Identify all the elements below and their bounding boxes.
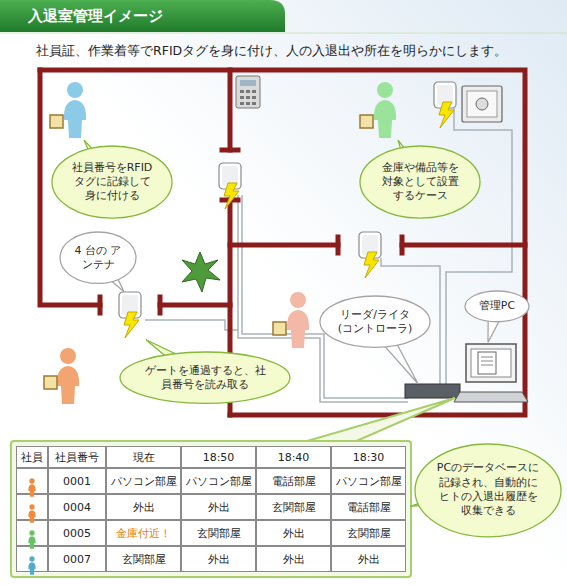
table-icon-cell [16,468,48,494]
plant [182,252,220,292]
callout-bubble: ゲートを通過すると、社員番号を読み取る [119,351,291,404]
table-cell: パソコン部屋 [331,468,406,494]
table-cell: 玄関部屋 [106,546,181,572]
callout-text: ゲートを通過すると、社員番号を読み取る [141,364,269,393]
walls [40,70,525,415]
callout-text: 金庫や備品等を対象として設置するケース [378,161,462,204]
table-cell: パソコン部屋 [181,468,256,494]
table-header: 現在 [106,446,181,468]
callout-text: 管理PC [473,299,521,313]
subtitle: 社員証、作業着等でRFIDタグを身に付け、人の入退出や所在を明らかにします。 [36,43,507,60]
bubble-ellipse [465,291,529,322]
table-header: 18:40 [256,446,331,468]
bubble-ellipse [120,352,290,403]
table-pointer [290,398,455,446]
table-cell: 外出 [181,546,256,572]
table-cell: 玄関部屋 [331,520,406,546]
title: 入退室管理イメージ [28,7,163,26]
table-cell: 電話部屋 [256,468,331,494]
table-header: 18:50 [181,446,256,468]
callout-bubble: 社員番号をRFIDタグに記録して身に付ける [51,145,173,219]
reader-writer [405,384,460,398]
bubble-ellipse [415,444,561,537]
table-header: 18:30 [331,446,406,468]
table-cell: 外出 [256,520,331,546]
bubble-ellipse [60,232,136,283]
people [44,82,396,404]
table-cell: 0005 [48,520,106,546]
management-pc [454,344,528,402]
table-cell: 外出 [181,494,256,520]
table-cell: 金庫付近！ [106,520,181,546]
table-header: 社員番号 [48,446,106,468]
callout-bubble: 管理PC [464,290,530,323]
table-cell: 0007 [48,546,106,572]
callout-bubble: 4 台の アンテナ [59,231,137,284]
telephone [236,76,260,108]
history-table: 社員社員番号現在18:5018:4018:300001パソコン部屋パソコン部屋電… [10,440,412,578]
table-icon-cell [16,520,48,546]
bubble-ellipse [320,296,430,347]
bubble-ellipse [52,146,172,218]
bubble-ellipse [360,146,480,218]
table-cell: 電話部屋 [331,494,406,520]
callout-bubble: 金庫や備品等を対象として設置するケース [359,145,481,219]
title-rule [0,33,567,34]
table-cell: 外出 [106,494,181,520]
table-cell: パソコン部屋 [106,468,181,494]
callout-bubble: PCのデータベースに記録され、自動的にヒトの入退出履歴を収集できる [414,443,562,538]
callout-bubble: リーダ/ライタ (コントローラ) [319,295,431,348]
table-header: 社員 [16,446,48,468]
table-cell: 玄関部屋 [256,494,331,520]
table-cell: 0004 [48,494,106,520]
callout-text: PCのデータベースに記録され、自動的にヒトの入退出履歴を収集できる [436,461,540,518]
callout-text: リーダ/ライタ (コントローラ) [335,308,415,337]
table-icon-cell [16,546,48,572]
safe [462,86,502,122]
callout-text: 社員番号をRFIDタグに記録して身に付ける [70,161,154,204]
table-cell: 0001 [48,468,106,494]
table-cell: 外出 [256,546,331,572]
table-cell: 玄関部屋 [181,520,256,546]
table-cell: 外出 [331,546,406,572]
callout-text: 4 台の アンテナ [71,244,125,273]
table-icon-cell [16,494,48,520]
title-tab [0,0,285,32]
